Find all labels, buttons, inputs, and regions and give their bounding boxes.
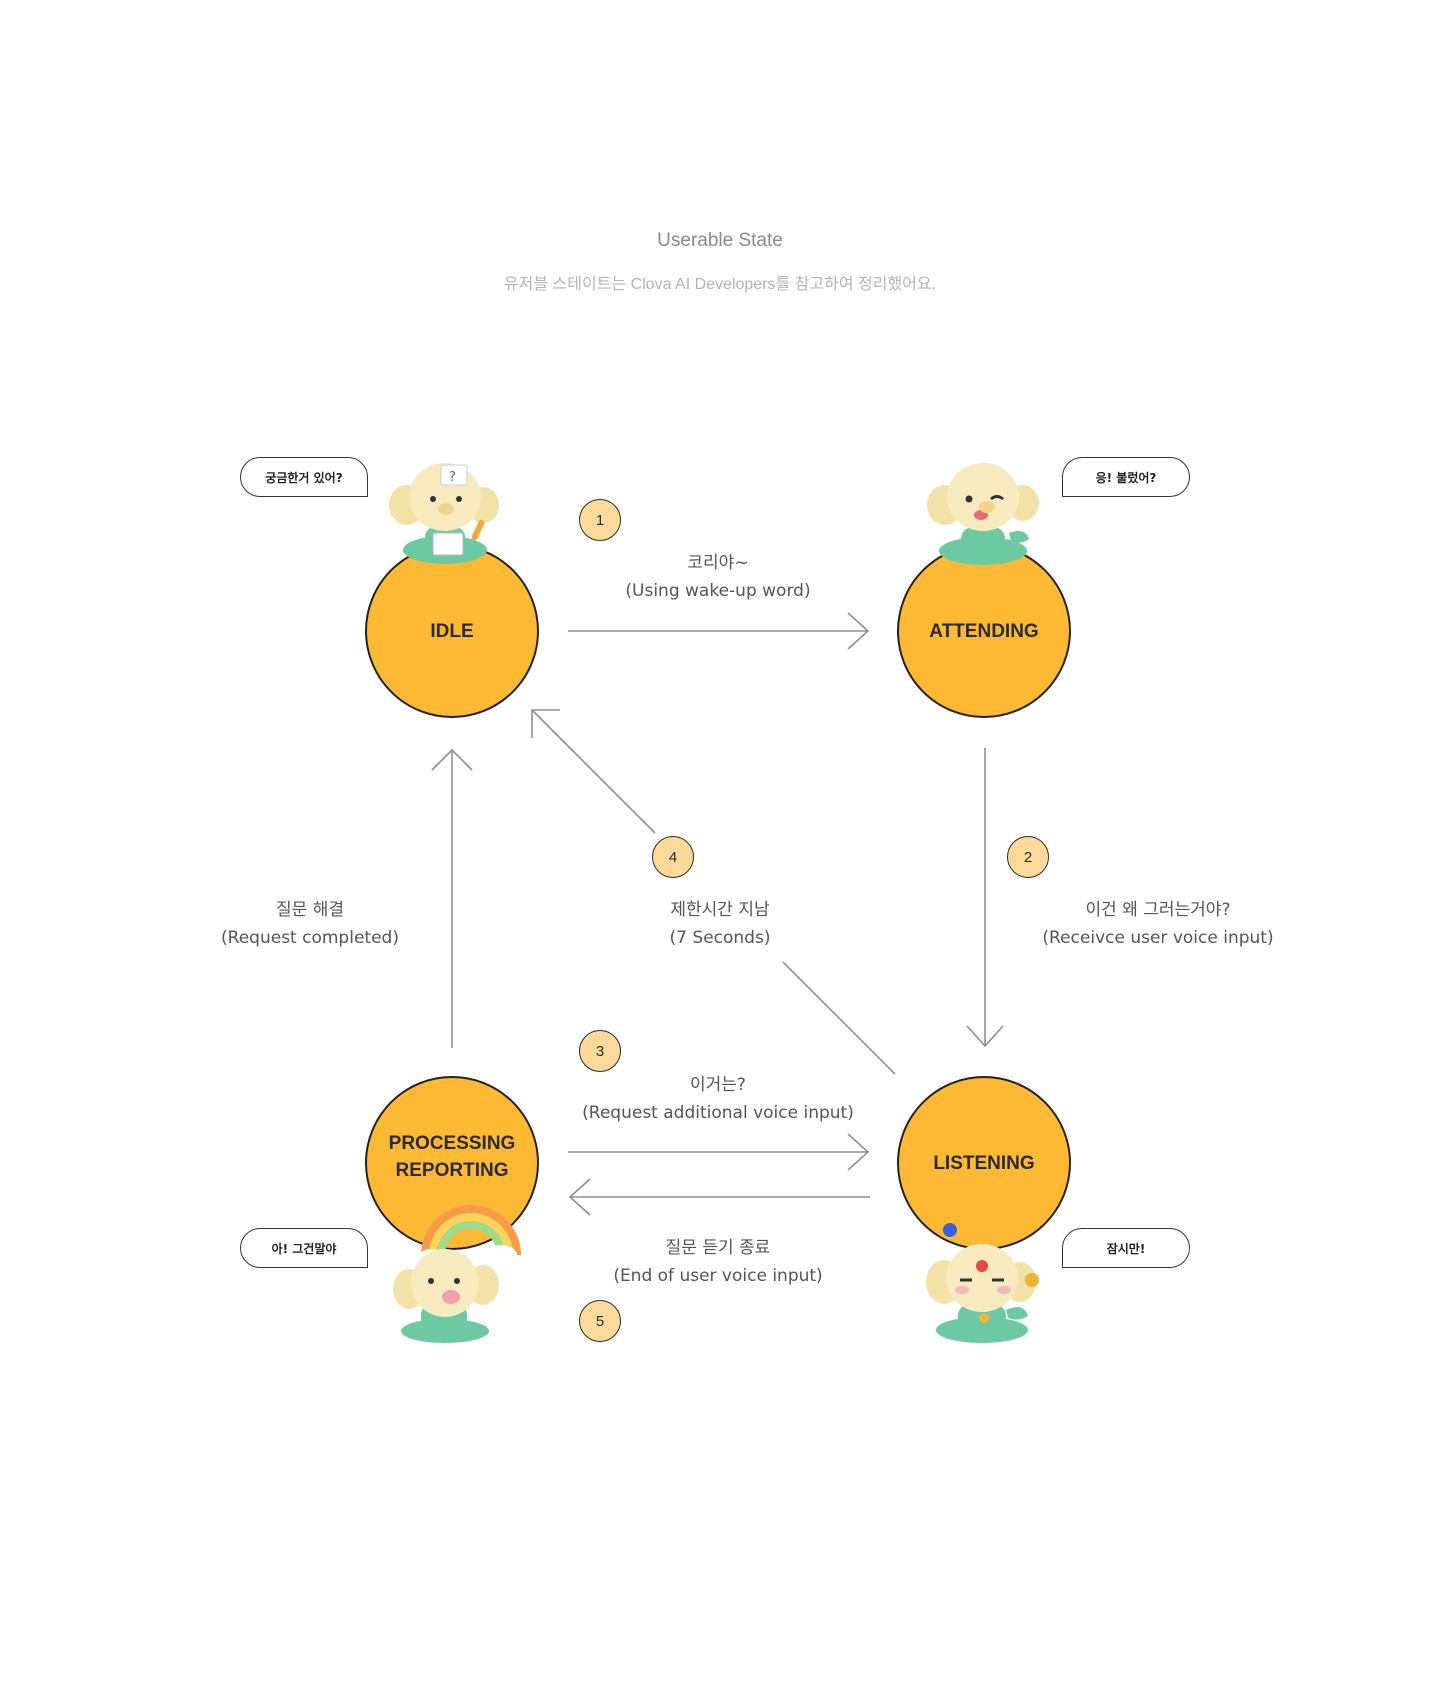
- arrow-timeout-lower: [782, 961, 896, 1075]
- label-wake-word: 코리야~ (Using wake-up word): [558, 549, 878, 605]
- label-wake-kr: 코리야~: [687, 553, 749, 573]
- label-receive-kr: 이건 왜 그러는거야?: [1085, 900, 1231, 920]
- page-title: Userable State: [657, 230, 783, 251]
- state-listening-label: LISTENING: [933, 1152, 1035, 1174]
- state-attending-label: ATTENDING: [929, 620, 1039, 642]
- mascot-idle-icon: ?: [389, 463, 499, 564]
- label-timeout-en: (7 Seconds): [669, 928, 771, 948]
- label-end-kr: 질문 듣기 종료: [665, 1238, 771, 1258]
- state-reporting-label: REPORTING: [395, 1160, 509, 1181]
- page-subtitle: 유저블 스테이트는 Clova AI Developers를 참고하여 정리했어…: [503, 276, 937, 293]
- step-badge-3: 3: [579, 1030, 621, 1072]
- label-additional-input: 이거는? (Request additional voice input): [548, 1071, 888, 1127]
- state-attending: ATTENDING: [897, 544, 1071, 718]
- label-completed-en: (Request completed): [221, 928, 399, 948]
- step-badge-2: 2: [1007, 836, 1049, 878]
- state-processing-label: PROCESSING: [388, 1133, 516, 1154]
- step-badge-4: 4: [652, 836, 694, 878]
- label-timeout: 제한시간 지남 (7 Seconds): [620, 896, 820, 952]
- arrowhead-processing-to-listening: [847, 1133, 870, 1171]
- label-end-en: (End of user voice input): [613, 1266, 823, 1286]
- label-completed-kr: 질문 해결: [276, 900, 344, 920]
- label-end-input: 질문 듣기 종료 (End of user voice input): [558, 1234, 878, 1290]
- arrowhead-processing-to-idle: [431, 748, 473, 771]
- speech-bubble-processing: 아! 그건말야: [240, 1228, 368, 1268]
- svg-text:?: ?: [449, 470, 456, 485]
- label-wake-en: (Using wake-up word): [625, 581, 811, 601]
- mascot-processing-icon: [393, 1205, 521, 1343]
- speech-bubble-listening: 잠시만!: [1062, 1228, 1190, 1268]
- label-additional-kr: 이거는?: [690, 1075, 746, 1095]
- label-additional-en: (Request additional voice input): [582, 1103, 854, 1123]
- arrowhead-listening-to-processing: [568, 1178, 591, 1216]
- step-badge-1: 1: [579, 499, 621, 541]
- mascot-attending-icon: [927, 463, 1039, 565]
- arrowhead-attending-to-listening: [966, 1025, 1004, 1048]
- label-receive-input: 이건 왜 그러는거야? (Receivce user voice input): [1018, 896, 1298, 952]
- state-listening: LISTENING: [897, 1076, 1071, 1250]
- state-processing-reporting: PROCESSING REPORTING: [365, 1076, 539, 1250]
- arrowhead-timeout: [531, 709, 560, 738]
- label-timeout-kr: 제한시간 지남: [670, 900, 770, 920]
- label-request-completed: 질문 해결 (Request completed): [190, 896, 430, 952]
- speech-bubble-attending: 응! 불렀어?: [1062, 457, 1190, 497]
- step-badge-5: 5: [579, 1300, 621, 1342]
- arrow-timeout-upper: [531, 709, 656, 834]
- state-idle: IDLE: [365, 544, 539, 718]
- arrowhead-idle-to-attending: [847, 612, 870, 650]
- speech-bubble-idle: 궁금한거 있어?: [240, 457, 368, 497]
- mascot-listening-icon: [926, 1223, 1039, 1343]
- state-idle-label: IDLE: [430, 620, 474, 642]
- label-receive-en: (Receivce user voice input): [1042, 928, 1274, 948]
